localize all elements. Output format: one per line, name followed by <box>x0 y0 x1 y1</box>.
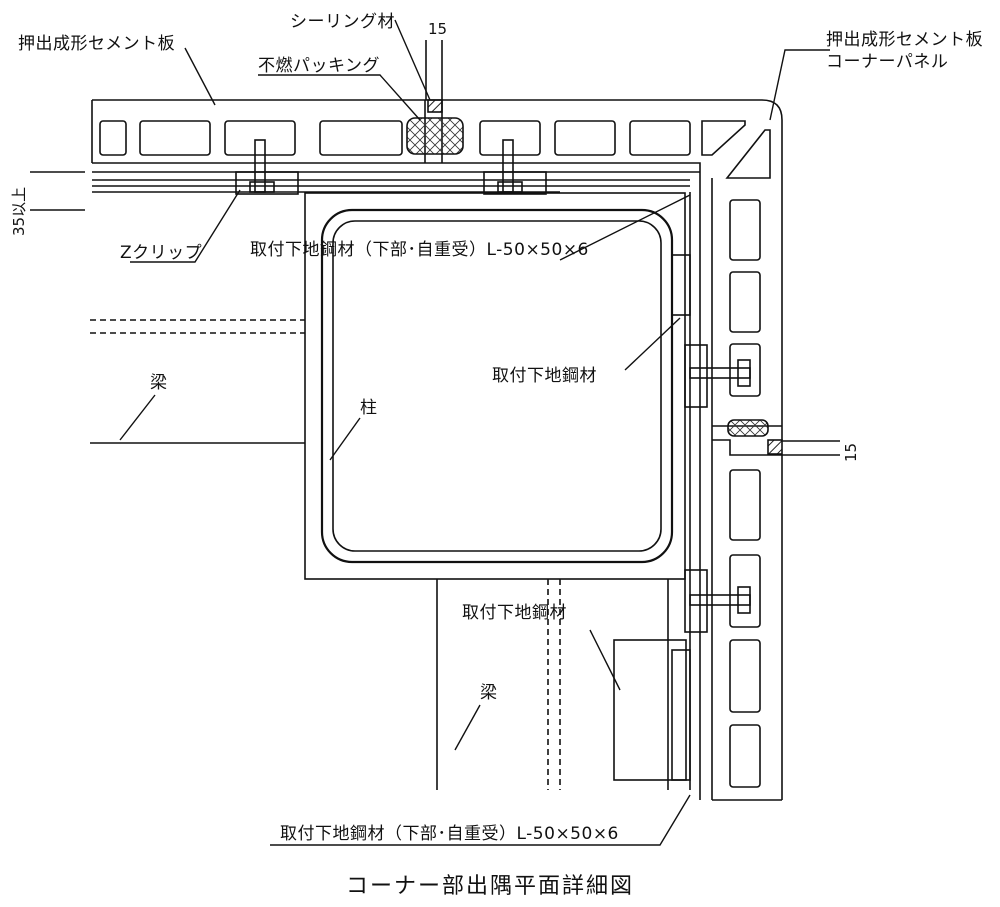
label-beam-left: 梁 <box>150 373 168 393</box>
label-beam-bottom: 梁 <box>480 683 498 703</box>
label-steel-bottom: 取付下地鋼材 <box>462 603 567 623</box>
label-zclip: Zクリップ <box>120 243 203 263</box>
right-clip-lower <box>684 569 751 633</box>
dim-35: 35以上 <box>10 186 28 236</box>
label-panel-right-1: 押出成形セメント板 <box>826 30 984 50</box>
label-panel-right-2: コーナーパネル <box>826 52 949 72</box>
z-clip-left <box>235 139 299 195</box>
right-clip-upper <box>684 344 751 408</box>
label-panel-left: 押出成形セメント板 <box>18 34 176 54</box>
dim-top-15: 15 <box>428 20 448 38</box>
z-clip-mid <box>483 139 547 195</box>
label-column: 柱 <box>360 398 378 418</box>
corner-panel <box>699 120 783 801</box>
label-sealing: シーリング材 <box>290 12 395 32</box>
dim-right-15: 15 <box>842 442 860 462</box>
label-angle-top: 取付下地鋼材（下部･自重受）L-50×50×6 <box>250 240 589 260</box>
drawing-caption: コーナー部出隅平面詳細図 <box>345 874 634 899</box>
label-packing: 不燃パッキング <box>258 56 380 76</box>
label-angle-bottom: 取付下地鋼材（下部･自重受）L-50×50×6 <box>280 824 619 844</box>
label-steel-right: 取付下地鋼材 <box>492 366 597 386</box>
